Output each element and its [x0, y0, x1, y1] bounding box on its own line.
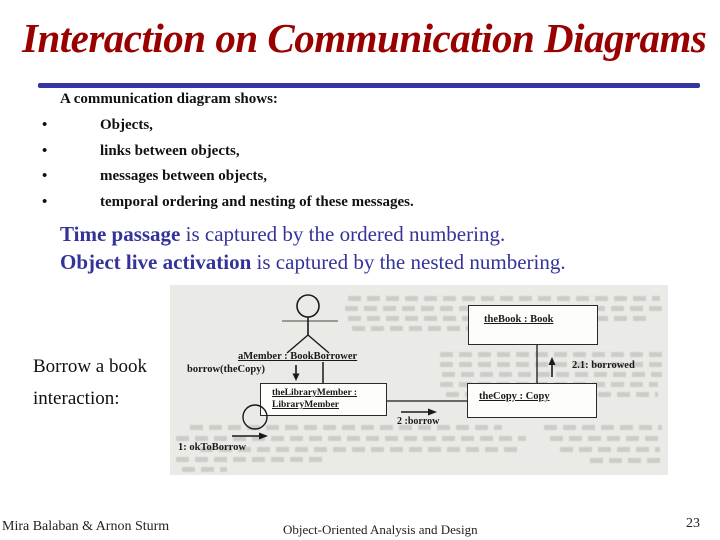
bullet-text: temporal ordering and nesting of these m… — [100, 194, 414, 210]
scan-artifact-line — [176, 436, 526, 441]
scan-artifact-line — [190, 425, 502, 430]
bullet-text: Objects, — [100, 117, 153, 133]
scan-artifact-line — [176, 457, 326, 462]
bullet-item: • Objects, — [42, 117, 153, 134]
bullet-item: • messages between objects, — [42, 168, 267, 185]
scan-artifact-line — [442, 372, 662, 377]
note-bold-text: Time passage — [60, 222, 181, 246]
caption-line1: Borrow a book — [33, 356, 147, 377]
note-object-activation: Object live activation is captured by th… — [60, 250, 566, 275]
footer-course-title: Object-Oriented Analysis and Design — [283, 522, 478, 537]
scan-artifact-line — [544, 425, 662, 430]
footer-authors: Mira Balaban & Arnon Sturm — [2, 519, 170, 534]
message-borrow-label: borrow(theCopy) — [187, 364, 265, 375]
title-underline-rule — [38, 83, 700, 88]
footer-page-number: 23 — [686, 516, 700, 531]
intro-heading: A communication diagram shows: — [60, 91, 278, 107]
scan-artifact-line — [182, 467, 227, 472]
slide-title: Interaction on Communication Diagrams — [22, 15, 707, 61]
bullet-dot-icon: • — [42, 168, 48, 184]
object-box-library-member: theLibraryMember : LibraryMember — [260, 383, 387, 416]
bullet-text: messages between objects, — [100, 168, 268, 184]
message-21-borrowed-label: 2.1: borrowed — [572, 360, 635, 371]
scan-artifact-line — [352, 326, 502, 331]
bullet-item: • temporal ordering and nesting of these … — [42, 194, 414, 211]
scan-artifact-line — [550, 436, 662, 441]
object-box-book: theBook : Book — [468, 305, 598, 345]
note-rest-text: is captured by the ordered numbering. — [180, 222, 506, 246]
actor-head-icon — [296, 294, 320, 318]
object-name: theBook : Book — [484, 314, 554, 325]
bullet-dot-icon: • — [42, 117, 48, 133]
bullet-text: links between objects, — [100, 143, 240, 159]
bullet-dot-icon: • — [42, 143, 48, 159]
scan-artifact-line — [560, 447, 660, 452]
scan-artifact-line — [440, 352, 664, 357]
communication-diagram-scan: theLibraryMember : LibraryMember theBook… — [170, 285, 668, 475]
note-bold-text: Object live activation — [60, 250, 252, 274]
borrow-message-arrowhead — [292, 373, 300, 381]
object-box-copy: theCopy : Copy — [467, 383, 597, 418]
caption-line2: interaction: — [33, 388, 120, 409]
scan-artifact-line — [200, 447, 522, 452]
message-1-oktoborrow-label: 1: okToBorrow — [178, 442, 246, 453]
actor-object-label: aMember : BookBorrower — [238, 351, 358, 362]
bullet-dot-icon: • — [42, 194, 48, 210]
object-name: theLibraryMember : — [272, 388, 358, 398]
object-name: theCopy : Copy — [479, 391, 550, 402]
object-name: LibraryMember — [272, 400, 340, 410]
message-2-borrow-label: 2 :borrow — [397, 416, 440, 427]
bullet-item: • links between objects, — [42, 143, 240, 160]
scan-artifact-line — [348, 296, 660, 301]
scan-artifact-line — [590, 458, 660, 463]
borrow-direction-arrowhead — [428, 408, 437, 416]
diagram-caption: Borrow a book interaction: — [33, 351, 147, 415]
note-time-passage: Time passage is captured by the ordered … — [60, 222, 505, 247]
note-rest-text: is captured by the nested numbering. — [251, 250, 566, 274]
